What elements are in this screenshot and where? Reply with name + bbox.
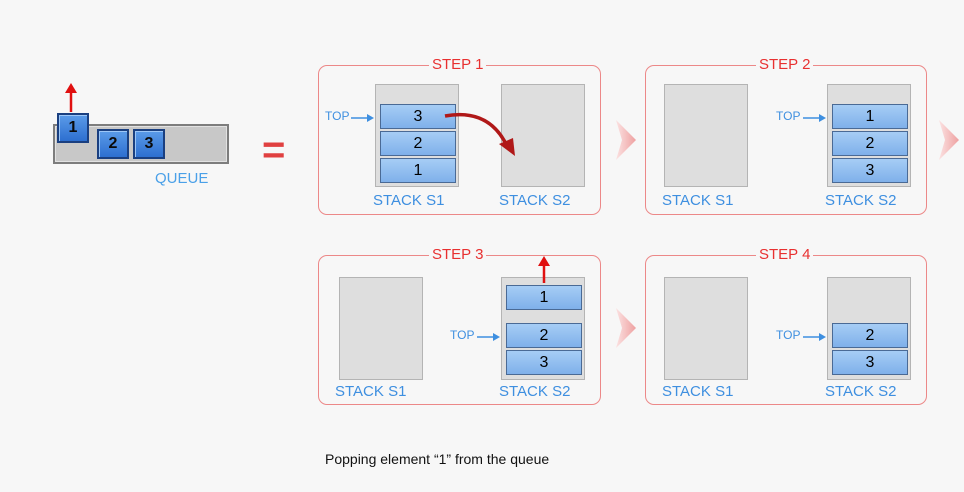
stack-label: STACK S2 (825, 383, 897, 400)
equals-sign: = (262, 128, 286, 172)
stack-s1 (339, 277, 423, 380)
stack-item: 2 (506, 323, 582, 348)
next-step-arrow-icon (616, 308, 636, 348)
top-arrow-icon (803, 114, 826, 122)
top-arrow-icon (477, 333, 500, 341)
stack-item: 1 (832, 104, 908, 129)
top-arrow-icon (803, 333, 826, 341)
top-label: TOP (450, 328, 475, 342)
next-step-arrow-icon (939, 120, 959, 160)
stack-label: STACK S1 (373, 192, 445, 209)
top-label: TOP (776, 328, 801, 342)
stack-item: 1 (380, 158, 456, 183)
step-title: STEP 2 (756, 57, 814, 73)
stack-label: STACK S1 (662, 192, 734, 209)
queue-label: QUEUE (155, 170, 209, 187)
stack-item: 3 (832, 158, 908, 183)
stack-s1 (664, 84, 748, 187)
step-1-panel: STEP 1 3 2 1 TOP STACK S1 STACK S2 (318, 57, 601, 215)
step-title: STEP 1 (429, 57, 487, 73)
queue-item: 1 (57, 113, 89, 143)
top-arrow-icon (351, 114, 374, 122)
stack-item: 3 (380, 104, 456, 129)
step-3-panel: STEP 3 1 2 3 TOP STACK S1 STACK S2 (318, 247, 601, 405)
stack-s2: 1 2 3 (501, 277, 585, 380)
step-title: STEP 4 (756, 247, 814, 263)
stack-s2: 2 3 (827, 277, 911, 380)
caption: Popping element “1” from the queue (325, 451, 550, 467)
next-step-arrow-icon (616, 120, 636, 160)
top-label: TOP (325, 109, 350, 123)
step-4-panel: STEP 4 2 3 TOP STACK S1 STACK S2 (645, 247, 927, 405)
stack-label: STACK S1 (662, 383, 734, 400)
stack-item: 1 (506, 285, 582, 310)
stack-item: 2 (832, 323, 908, 348)
step-2-panel: STEP 2 1 2 3 TOP STACK S1 STACK S2 (645, 57, 927, 215)
stack-item: 3 (506, 350, 582, 375)
step-title: STEP 3 (429, 247, 487, 263)
queue-item: 2 (97, 129, 129, 159)
stack-s2: 1 2 3 (827, 84, 911, 187)
transfer-arrow-icon (444, 112, 515, 156)
stack-label: STACK S1 (335, 383, 407, 400)
pop-arrow-icon (538, 256, 550, 283)
pop-arrow-icon (65, 83, 77, 112)
stack-s1 (664, 277, 748, 380)
stack-item: 3 (832, 350, 908, 375)
stack-label: STACK S2 (499, 192, 571, 209)
top-label: TOP (776, 109, 801, 123)
stack-label: STACK S2 (499, 383, 571, 400)
stack-item: 2 (380, 131, 456, 156)
queue-item: 3 (133, 129, 165, 159)
stack-label: STACK S2 (825, 192, 897, 209)
stack-item: 2 (832, 131, 908, 156)
stack-s1: 3 2 1 (375, 84, 459, 187)
